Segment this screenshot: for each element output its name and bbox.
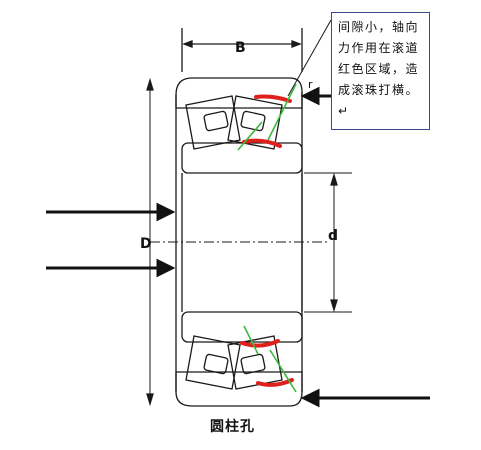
callout-box: 间隙小，轴向力作用在滚道红色区域，造成滚珠打横。↵ bbox=[331, 12, 430, 130]
label-chamfer-r: r bbox=[308, 78, 313, 91]
outer-ring-top bbox=[175, 77, 303, 109]
bottom-roller-left bbox=[185, 335, 241, 390]
top-roller-right bbox=[227, 95, 283, 150]
outer-ring-bottom bbox=[175, 371, 303, 407]
force-arrow-left-upper-head bbox=[156, 202, 176, 222]
label-bore-diameter-d: d bbox=[328, 228, 338, 244]
contact-line-top-mid bbox=[237, 121, 263, 151]
label-width-b: B bbox=[235, 40, 246, 56]
top-roller-left bbox=[185, 95, 241, 150]
contact-line-bottom-mid bbox=[243, 325, 259, 355]
red-region-top-inner bbox=[242, 138, 282, 148]
red-region-bottom-inner bbox=[240, 339, 280, 348]
bottom-roller-right bbox=[227, 335, 283, 390]
force-arrow-left-lower-head bbox=[156, 258, 176, 278]
contact-line-bottom-right bbox=[269, 349, 297, 393]
contact-line-top-right bbox=[267, 83, 297, 141]
dim-d-outer-arrow-bottom bbox=[146, 393, 154, 407]
red-region-top-outer bbox=[254, 94, 292, 103]
label-outer-diameter-d: D bbox=[140, 236, 152, 252]
force-arrow-bottom-right-head bbox=[300, 388, 320, 408]
dim-b-arrow-right bbox=[291, 40, 302, 48]
dim-bore-arrow-bottom bbox=[330, 299, 338, 313]
dim-d-outer-arrow-top bbox=[146, 77, 154, 91]
dim-b-arrow-left bbox=[182, 40, 193, 48]
force-arrow-top-right-head bbox=[300, 86, 320, 106]
dim-bore-arrow-top bbox=[330, 172, 338, 186]
callout-leader bbox=[287, 19, 332, 97]
diagram-caption: 圆柱孔 bbox=[210, 419, 255, 435]
